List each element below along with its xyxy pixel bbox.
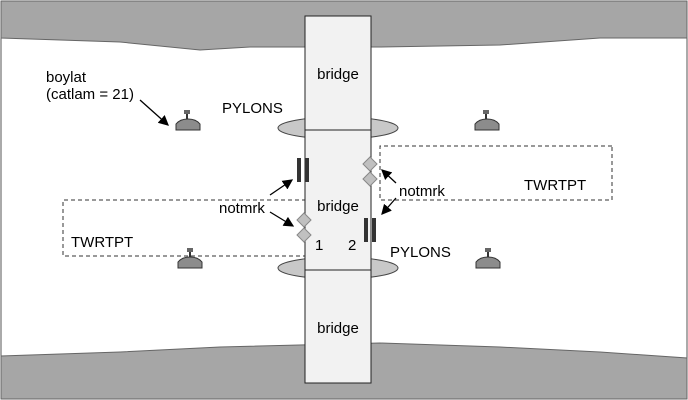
lateral-buoy-icon xyxy=(175,110,201,131)
boylat-arrow xyxy=(139,99,169,126)
bridge-label-bottom: bridge xyxy=(317,320,359,337)
notmrk-arrow-left-down xyxy=(269,211,295,227)
notmrk-label-right: notmrk xyxy=(399,183,445,200)
bridge-label-mid: bridge xyxy=(317,198,359,215)
lateral-buoy-icon xyxy=(177,248,203,269)
twrtpt-label-left: TWRTPT xyxy=(71,234,133,251)
boylat-catlam-label: (catlam = 21) xyxy=(46,86,134,103)
notmrk-arrow-right-up xyxy=(381,169,397,184)
notice-mark-icon xyxy=(296,212,312,243)
pylons-label-top: PYLONS xyxy=(222,100,283,117)
number-label-1: 1 xyxy=(315,237,323,254)
bridge-label-top: bridge xyxy=(317,66,359,83)
bridge-light-pair-icon xyxy=(297,158,309,182)
annotation-arrows xyxy=(139,99,397,227)
bridge-light-pair-icon xyxy=(364,218,376,242)
boylat-label: boylat xyxy=(46,69,87,86)
lateral-buoy-icon xyxy=(474,110,500,131)
notmrk-arrow-right-down xyxy=(381,197,397,215)
number-label-2: 2 xyxy=(348,237,356,254)
notice-mark-icon xyxy=(362,156,378,187)
bridge-structure xyxy=(304,15,372,384)
pylons-label-bottom: PYLONS xyxy=(390,244,451,261)
twrtpt-area-right xyxy=(379,145,613,201)
notmrk-arrow-left-up xyxy=(269,179,294,196)
twrtpt-label-right: TWRTPT xyxy=(524,177,586,194)
notmrk-label-left: notmrk xyxy=(219,200,265,217)
lateral-buoy-icon xyxy=(475,248,501,269)
